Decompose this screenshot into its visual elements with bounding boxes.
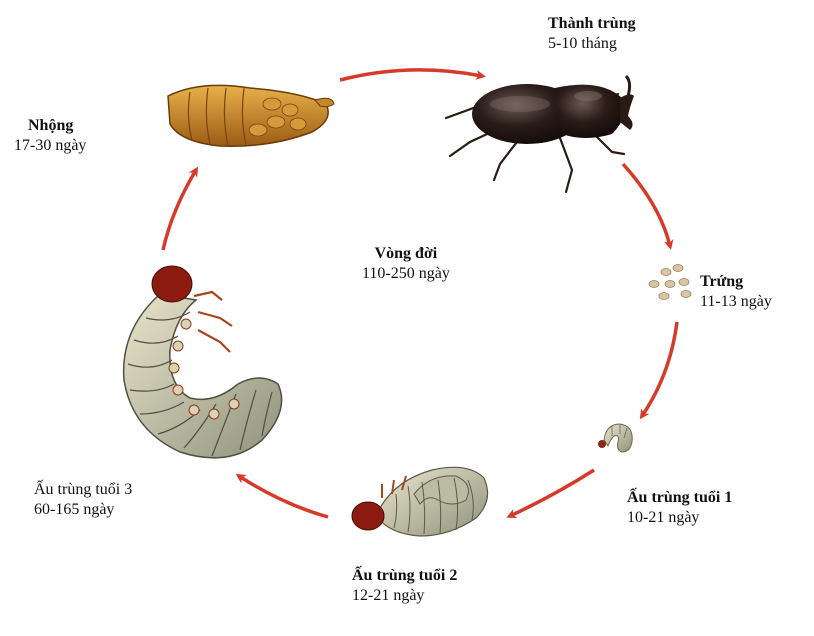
- stage-egg: Trứng 11-13 ngày: [700, 272, 772, 312]
- larva3-illustration: [122, 265, 283, 459]
- stage-name: Nhộng: [28, 117, 74, 134]
- stage-name: Trứng: [700, 273, 744, 290]
- stage-pupa: Nhộng 17-30 ngày: [14, 116, 86, 156]
- stage-name: Ấu trùng tuổi 2: [352, 567, 458, 584]
- stage-duration: 12-21 ngày: [352, 587, 425, 604]
- larva2-illustration: [351, 466, 489, 537]
- stage-duration: 11-13 ngày: [700, 293, 772, 310]
- stage-duration: 5-10 tháng: [548, 35, 617, 52]
- larva1-illustration: [598, 423, 633, 453]
- beetle-illustration: [444, 74, 634, 194]
- arrow-adult-to-egg: [621, 162, 674, 250]
- stage-larva1: Ấu trùng tuổi 1 10-21 ngày: [627, 488, 732, 528]
- stage-name: Ấu trùng tuổi 1: [627, 489, 733, 506]
- arrow-larva1-to-larva2: [506, 468, 595, 518]
- stage-duration: 60-165 ngày: [34, 501, 115, 518]
- cycle-duration: 110-250 ngày: [362, 265, 450, 282]
- arrow-larva3-to-pupa: [161, 166, 199, 251]
- stage-duration: 17-30 ngày: [14, 137, 87, 154]
- stage-name: Thành trùng: [548, 15, 636, 32]
- stage-name: Ấu trùng tuổi 3: [34, 481, 133, 498]
- eggs-illustration: [648, 264, 692, 300]
- arrow-larva2-to-larva3: [235, 473, 329, 519]
- stage-duration: 10-21 ngày: [627, 509, 700, 526]
- stage-larva2: Ấu trùng tuổi 2 12-21 ngày: [352, 566, 457, 606]
- pupa-illustration: [167, 84, 335, 147]
- center-label: Vòng đời 110-250 ngày: [362, 244, 450, 284]
- arrow-pupa-to-adult: [339, 68, 486, 82]
- arrow-egg-to-larva1: [639, 321, 679, 420]
- cycle-title: Vòng đời: [374, 245, 438, 262]
- stage-larva3: Ấu trùng tuổi 3 60-165 ngày: [34, 480, 132, 520]
- stage-adult: Thành trùng 5-10 tháng: [548, 14, 636, 54]
